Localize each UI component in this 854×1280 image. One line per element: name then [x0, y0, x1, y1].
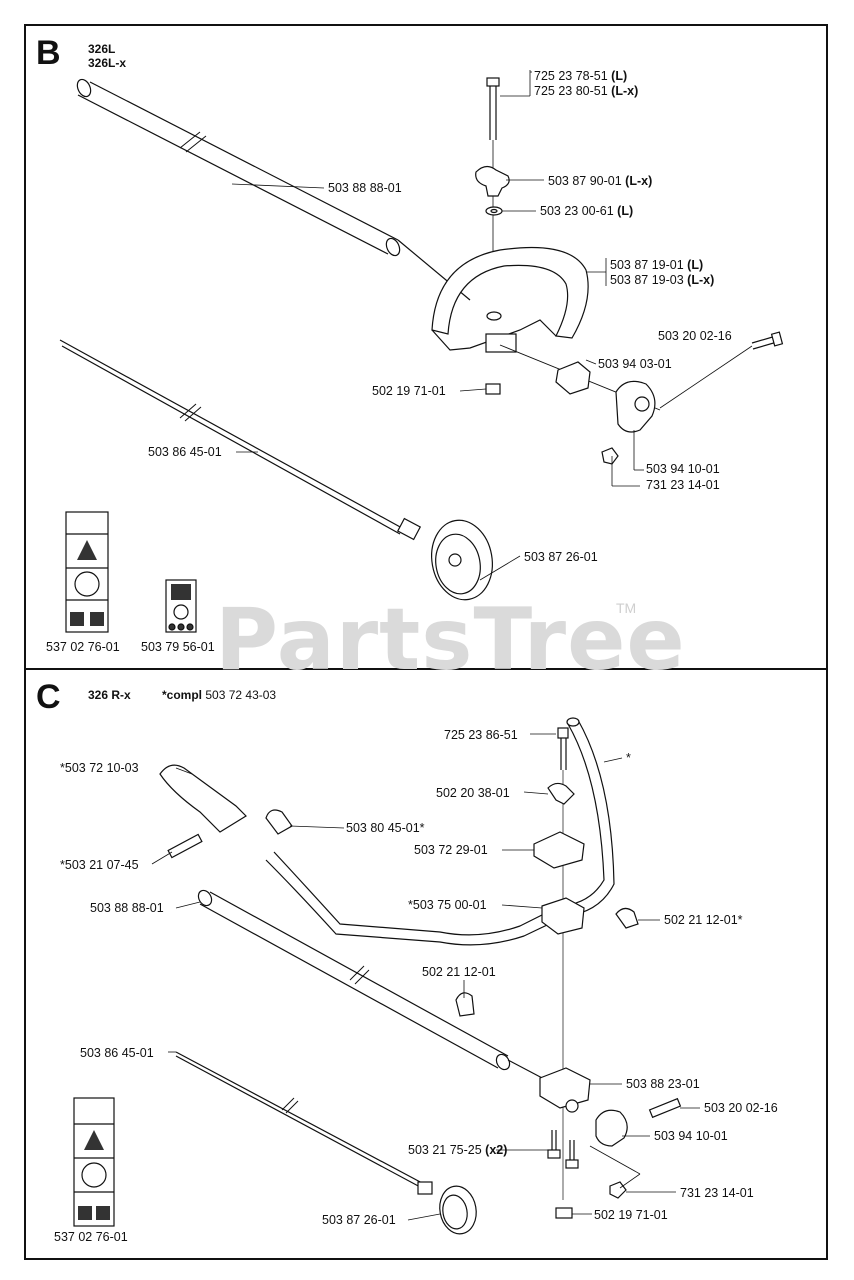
label-bracket-c: 503 94 10-01	[654, 1129, 728, 1143]
bolts-c	[547, 1130, 579, 1169]
label-bolt-l: 725 23 78-51 (L)	[534, 69, 628, 83]
label-nut-c: 731 23 14-01	[680, 1186, 754, 1200]
label-clamp-top-c: 503 72 29-01	[414, 843, 488, 857]
leader-lines-b	[231, 70, 644, 581]
reel-c	[439, 1185, 477, 1235]
square-nut-b	[485, 383, 501, 395]
grip-screw-c	[167, 833, 203, 859]
label-clamp-b: 503 94 03-01	[598, 357, 672, 371]
clamp-top-c	[533, 831, 585, 869]
label-knob-b: 503 87 90-01 (L-x)	[548, 174, 653, 188]
washer-b	[485, 206, 503, 216]
label-clamp-block-c: *503 75 00-01	[408, 898, 487, 912]
label-knob-c: 502 20 38-01	[436, 786, 510, 800]
label-tube-knob-c: 502 21 12-01	[422, 965, 496, 979]
label-grip-c: *503 72 10-03	[60, 761, 139, 775]
label-washer-b: 503 23 00-61 (L)	[540, 204, 634, 218]
label-reel-b: 503 87 26-01	[524, 550, 598, 564]
label-shaft-tube-c: 503 88 88-01	[90, 901, 164, 915]
label-reel-c: 503 87 26-01	[322, 1213, 396, 1227]
trademark-mark: TM	[616, 600, 637, 616]
shaft-tube-b	[76, 78, 471, 301]
reel-b	[431, 519, 493, 601]
lower-clamp-c	[539, 1067, 591, 1109]
grip-c	[159, 764, 247, 833]
label-bolts-c: 503 21 75-25 (x2)	[408, 1143, 508, 1157]
leader-lines-c	[151, 733, 700, 1221]
handlebar-c	[265, 717, 615, 946]
watermark: PartsTree	[215, 590, 686, 690]
nut-b	[601, 447, 619, 465]
decal-sheet-b	[65, 511, 109, 633]
bracket-c	[595, 1109, 628, 1147]
label-drive-shaft-c: 503 86 45-01	[80, 1046, 154, 1060]
label-decal2-b: 503 79 56-01	[141, 640, 215, 654]
label-knob-right-c: 502 21 12-01*	[664, 913, 743, 927]
clamp-block-c	[541, 897, 585, 935]
knob-right-c	[615, 907, 639, 929]
shaft-tube-c	[197, 889, 547, 1081]
label-decal-b: 537 02 76-01	[46, 640, 120, 654]
decal-sheet2-b	[165, 579, 197, 633]
label-decal-c: 537 02 76-01	[54, 1230, 128, 1244]
screw-b	[659, 331, 784, 409]
label-handlebar-c: *	[626, 751, 631, 765]
label-bolt-lx: 725 23 80-51 (L-x)	[534, 84, 639, 98]
label-shaft-tube-b: 503 88 88-01	[328, 181, 402, 195]
section-c-letter: C	[36, 678, 61, 716]
clamp-b	[555, 361, 591, 395]
label-screw-c: 503 20 02-16	[704, 1101, 778, 1115]
label-square-nut-b: 502 19 71-01	[372, 384, 446, 398]
section-divider	[24, 668, 828, 670]
decal-sheet-c	[73, 1097, 115, 1227]
drive-shaft-b	[59, 339, 422, 541]
label-nut-b: 731 23 14-01	[646, 478, 720, 492]
label-clip-c: 503 80 45-01*	[346, 821, 425, 835]
label-handle-l: 503 87 19-01 (L)	[610, 258, 704, 272]
tube-knob-c	[455, 992, 475, 1017]
loop-handle-b	[431, 246, 589, 353]
drive-shaft-c	[175, 1051, 433, 1195]
section-b-model-1: 326L	[88, 42, 116, 56]
clip-c	[265, 809, 293, 835]
knob-c	[547, 782, 575, 805]
diagram-frame	[24, 24, 828, 1260]
bolt-b	[486, 77, 500, 260]
section-c-compl: *compl 503 72 43-03	[162, 688, 277, 702]
knob-b	[475, 165, 510, 197]
label-grip-screw-c: *503 21 07-45	[60, 858, 139, 872]
label-bracket-b: 503 94 10-01	[646, 462, 720, 476]
section-c-model: 326 R-x	[88, 688, 131, 702]
nut-c	[609, 1181, 627, 1199]
screw-c	[648, 1097, 682, 1119]
label-lower-clamp-c: 503 88 23-01	[626, 1077, 700, 1091]
label-bolt-c: 725 23 86-51	[444, 728, 518, 742]
label-drive-shaft-b: 503 86 45-01	[148, 445, 222, 459]
label-screw-b: 503 20 02-16	[658, 329, 732, 343]
square-nut-c	[555, 1207, 573, 1219]
section-b-model-2: 326L-x	[88, 56, 127, 70]
label-handle-lx: 503 87 19-03 (L-x)	[610, 273, 715, 287]
section-b-letter: B	[36, 34, 61, 72]
label-square-nut-c: 502 19 71-01	[594, 1208, 668, 1222]
